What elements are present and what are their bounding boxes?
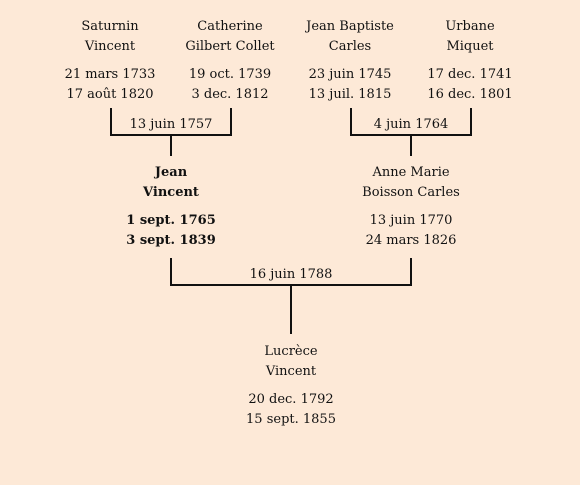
birth-date: 19 oct. 1739 (188, 67, 272, 82)
connector-line (230, 108, 232, 136)
person-anne-marie-boisson-carles: Anne Marie Boisson Carles 13 juin 1770 2… (336, 163, 486, 251)
connector-line (470, 108, 472, 136)
person-name-last: Vincent (84, 39, 136, 54)
connector-line (170, 284, 412, 286)
death-date: 17 août 1820 (66, 87, 154, 102)
death-date: 3 dec. 1812 (191, 87, 269, 102)
person-name-last: Gilbert Collet (185, 39, 275, 54)
death-date: 13 juil. 1815 (308, 87, 392, 102)
person-name-last: Vincent (143, 185, 199, 200)
connector-line (410, 258, 412, 286)
person-jean-vincent: Jean Vincent 1 sept. 1765 3 sept. 1839 (96, 163, 246, 251)
connector-line (170, 136, 172, 156)
person-name-first: Saturnin (81, 19, 139, 34)
marriage-date: 4 juin 1764 (373, 117, 449, 132)
person-dates: 23 juin 1745 13 juil. 1815 (275, 65, 425, 105)
person-saturnin-vincent: Saturnin Vincent 21 mars 1733 17 août 18… (35, 17, 185, 105)
birth-date: 21 mars 1733 (64, 67, 156, 82)
person-jean-baptiste-carles: Jean Baptiste Carles 23 juin 1745 13 jui… (275, 17, 425, 105)
death-date: 3 sept. 1839 (126, 233, 216, 248)
person-name-last: Miquet (446, 39, 494, 54)
birth-date: 1 sept. 1765 (126, 213, 216, 228)
person-dates: 17 dec. 1741 16 dec. 1801 (395, 65, 545, 105)
connector-line (290, 286, 292, 334)
connector-line (170, 258, 172, 286)
person-name-first: Lucrèce (264, 344, 318, 359)
marriage-date: 13 juin 1757 (129, 117, 213, 132)
birth-date: 20 dec. 1792 (248, 392, 334, 407)
birth-date: 17 dec. 1741 (427, 67, 513, 82)
death-date: 15 sept. 1855 (246, 412, 336, 427)
person-name-first: Urbane (445, 19, 495, 34)
connector-line (410, 136, 412, 156)
connector-line (350, 108, 352, 136)
death-date: 24 mars 1826 (365, 233, 457, 248)
connector-line (110, 134, 232, 136)
person-dates: 13 juin 1770 24 mars 1826 (336, 211, 486, 251)
person-name-last: Boisson Carles (362, 185, 460, 200)
birth-date: 23 juin 1745 (308, 67, 392, 82)
marriage-date: 16 juin 1788 (249, 267, 333, 282)
connector-line (110, 108, 112, 136)
person-catherine-gilbert-collet: Catherine Gilbert Collet 19 oct. 1739 3 … (155, 17, 305, 105)
person-name-first: Anne Marie (372, 165, 450, 180)
person-name-last: Vincent (265, 364, 317, 379)
person-dates: 19 oct. 1739 3 dec. 1812 (155, 65, 305, 105)
person-name-first: Catherine (197, 19, 263, 34)
person-dates: 21 mars 1733 17 août 1820 (35, 65, 185, 105)
person-dates: 20 dec. 1792 15 sept. 1855 (216, 390, 366, 430)
person-dates: 1 sept. 1765 3 sept. 1839 (96, 211, 246, 251)
person-name-first: Jean (154, 165, 188, 180)
birth-date: 13 juin 1770 (369, 213, 453, 228)
person-name-last: Carles (328, 39, 372, 54)
connector-line (350, 134, 472, 136)
death-date: 16 dec. 1801 (427, 87, 513, 102)
person-urbane-miquet: Urbane Miquet 17 dec. 1741 16 dec. 1801 (395, 17, 545, 105)
person-name-first: Jean Baptiste (306, 19, 394, 34)
person-lucrece-vincent: Lucrèce Vincent 20 dec. 1792 15 sept. 18… (216, 342, 366, 430)
